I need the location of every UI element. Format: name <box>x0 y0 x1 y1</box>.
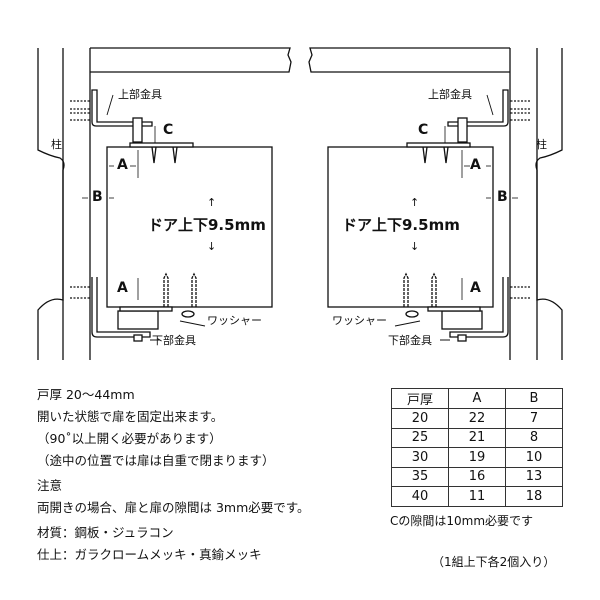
cell: 22 <box>448 408 506 429</box>
door-text-left: ドア上下9.5mm <box>148 216 266 234</box>
dim-c-right: C <box>418 122 429 138</box>
arrow-up-right: ↑ <box>410 196 420 209</box>
header-b: B <box>505 388 563 409</box>
door-thickness: 戸厚 20〜44mm <box>37 387 135 402</box>
cell: 25 <box>391 427 449 448</box>
note-line: 開いた状態で扉を固定出来ます。 <box>37 409 224 424</box>
cell: 30 <box>391 447 449 468</box>
set-contents-note: （1組上下各2個入り） <box>432 555 556 569</box>
arrow-down-right: ↓ <box>410 240 420 253</box>
washer-label-right: ワッシャー <box>332 314 387 327</box>
door-text-right: ドア上下9.5mm <box>342 216 460 234</box>
cell: 11 <box>448 486 506 507</box>
cell: 35 <box>391 466 449 487</box>
finish: 仕上：ガラクロームメッキ・真鍮メッキ <box>37 547 262 562</box>
header-a: A <box>448 388 506 409</box>
post-label-left: 柱 <box>51 138 62 151</box>
hinge-drawing <box>37 47 563 361</box>
dim-a-upper-left: A <box>117 157 128 173</box>
note-line: （途中の位置では扉は自重で閉まります） <box>37 453 275 468</box>
cell: 40 <box>391 486 449 507</box>
cell: 21 <box>448 427 506 448</box>
dim-a-lower-left: A <box>117 280 128 296</box>
table-header: 戸厚 A B <box>391 388 563 409</box>
header-thickness: 戸厚 <box>391 388 449 409</box>
arrow-down-left: ↓ <box>207 240 217 253</box>
cell: 7 <box>505 408 563 429</box>
upper-bracket-label-right: 上部金具 <box>428 88 472 101</box>
dim-a-upper-right: A <box>470 157 481 173</box>
dim-b-left: B <box>92 189 103 205</box>
post-label-right: 柱 <box>536 138 547 151</box>
cell: 10 <box>505 447 563 468</box>
arrow-up-left: ↑ <box>207 196 217 209</box>
dim-c-left: C <box>163 122 174 138</box>
cell: 19 <box>448 447 506 468</box>
cell: 20 <box>391 408 449 429</box>
c-gap-note: Cの隙間は10mm必要です <box>390 514 534 528</box>
caution-heading: 注意 <box>37 478 63 493</box>
note-line: （90˚以上開く必要があります） <box>37 431 222 446</box>
dim-b-right: B <box>497 189 508 205</box>
cell: 18 <box>505 486 563 507</box>
spec-notes: 戸厚 20〜44mm 開いた状態で扉を固定出来ます。 （90˚以上開く必要があり… <box>37 384 310 566</box>
lower-bracket-label-left: 下部金具 <box>152 334 196 347</box>
caution-text: 両開きの場合、扉と扉の隙間は 3mm必要です。 <box>37 500 310 515</box>
material: 材質：鋼板・ジュラコン <box>37 525 174 540</box>
cell: 8 <box>505 427 563 448</box>
lower-bracket-label-right: 下部金具 <box>388 334 432 347</box>
cell: 13 <box>505 466 563 487</box>
cell: 16 <box>448 466 506 487</box>
washer-label-left: ワッシャー <box>207 314 262 327</box>
dim-a-lower-right: A <box>470 280 481 296</box>
upper-bracket-label-left: 上部金具 <box>118 88 162 101</box>
